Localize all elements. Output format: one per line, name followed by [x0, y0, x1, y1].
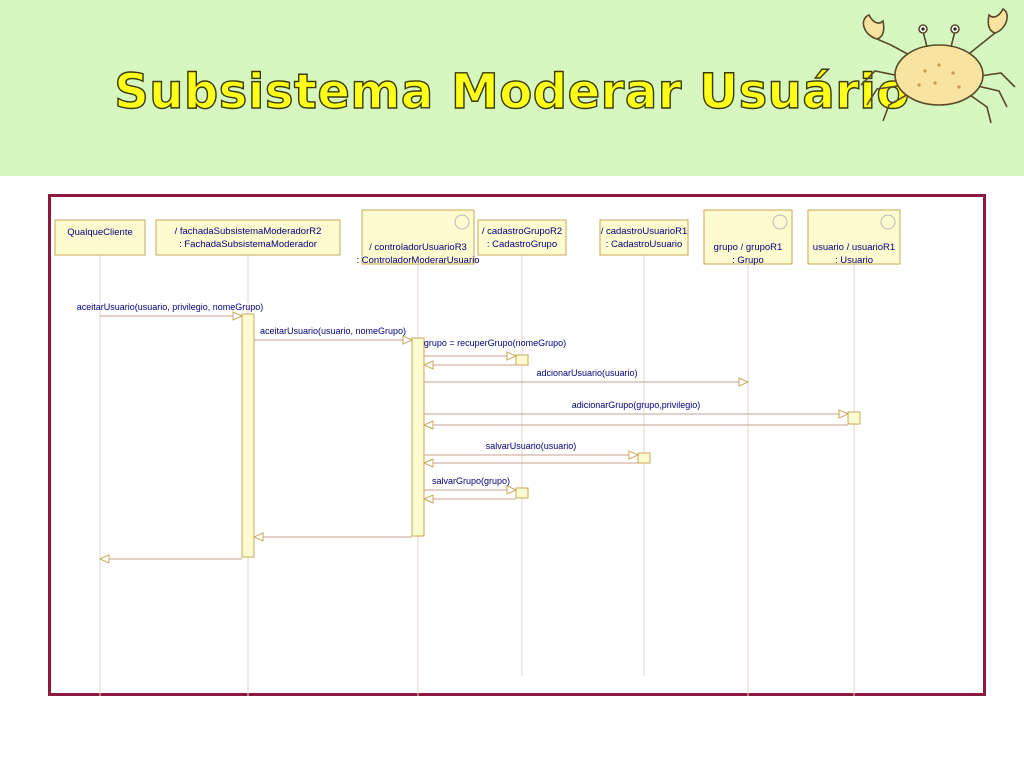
message-arrow-2-arrowhead [402, 335, 414, 345]
lifeline-label-cadUsuario: / cadastroUsuarioR1 [601, 226, 688, 237]
entity-icon [454, 214, 470, 230]
message-label-6: salvarUsuario(usuario) [486, 441, 577, 451]
return-arrow-salvarUsuario-arrowhead [422, 458, 434, 468]
slide-header [0, 0, 1024, 176]
activation-bar-usuario [847, 411, 861, 425]
lifeline-head-cadGrupo [477, 219, 567, 256]
message-label-5: adicionarGrupo(grupo,privilegio) [572, 400, 701, 410]
return-arrow-fachada-arrowhead [98, 554, 110, 564]
activation-bar-cadUsuario [637, 452, 651, 464]
lifeline-head-grupo [703, 209, 793, 265]
lifeline-label-grupo: : Grupo [732, 255, 764, 266]
lifeline-label-controlador: / controladorUsuarioR3 [369, 242, 467, 253]
message-arrow-3-arrowhead [506, 351, 518, 361]
lifeline-label-cadGrupo: / cadastroGrupoR2 [482, 226, 562, 237]
message-arrow-6-arrowhead [628, 450, 640, 460]
lifeline-label-controlador: : ControladorModerarUsuario [356, 255, 479, 266]
activation-bar-cadGrupo [515, 354, 529, 366]
activation-bar-fachada [241, 313, 255, 558]
slide-title: Subsistema Moderar Usuário [113, 63, 910, 120]
message-label-2: aceitarUsuario(usuario, nomeGrupo) [260, 326, 406, 336]
message-label-1: aceitarUsuario(usuario, privilegio, nome… [77, 302, 264, 312]
lifeline-head-cadUsuario [599, 219, 689, 256]
lifeline-head-cliente [54, 219, 146, 256]
lifeline-label-usuario: usuario / usuarioR1 [813, 242, 895, 253]
lifeline-head-fachada [155, 219, 341, 256]
message-arrow-4-arrowhead [738, 377, 750, 387]
return-arrow-salvarGrupo-arrowhead [422, 494, 434, 504]
return-arrow-adicionarGrupo-arrowhead [422, 420, 434, 430]
return-arrow-controlador-arrowhead [252, 532, 264, 542]
activation-bar-cadGrupo [515, 487, 529, 499]
lifeline-label-grupo: grupo / grupoR1 [714, 242, 783, 253]
lifeline-label-fachada: : FachadaSubsistemaModerador [179, 239, 317, 250]
lifeline-label-cliente: QualqueCliente [67, 227, 133, 238]
message-arrow-5-arrowhead [838, 409, 850, 419]
activation-bar-controlador [411, 337, 425, 537]
entity-icon [772, 214, 788, 230]
message-label-7: salvarGrupo(grupo) [432, 476, 510, 486]
lifeline-label-usuario: : Usuario [835, 255, 873, 266]
message-label-3: grupo = recuperGrupo(nomeGrupo) [424, 338, 566, 348]
lifeline-label-fachada: / fachadaSubsistemaModeradorR2 [175, 226, 322, 237]
return-arrow-recuperGrupo-arrowhead [422, 360, 434, 370]
entity-icon [880, 214, 896, 230]
lifeline-head-usuario [807, 209, 901, 265]
lifeline-label-cadUsuario: : CadastroUsuario [606, 239, 683, 250]
lifeline-label-cadGrupo: : CadastroGrupo [487, 239, 557, 250]
crab-icon [860, 7, 1016, 124]
message-label-4: adcionarUsuario(usuario) [536, 368, 637, 378]
diagram-frame [48, 194, 986, 696]
message-arrow-1-arrowhead [232, 311, 244, 321]
message-arrow-7-arrowhead [506, 485, 518, 495]
